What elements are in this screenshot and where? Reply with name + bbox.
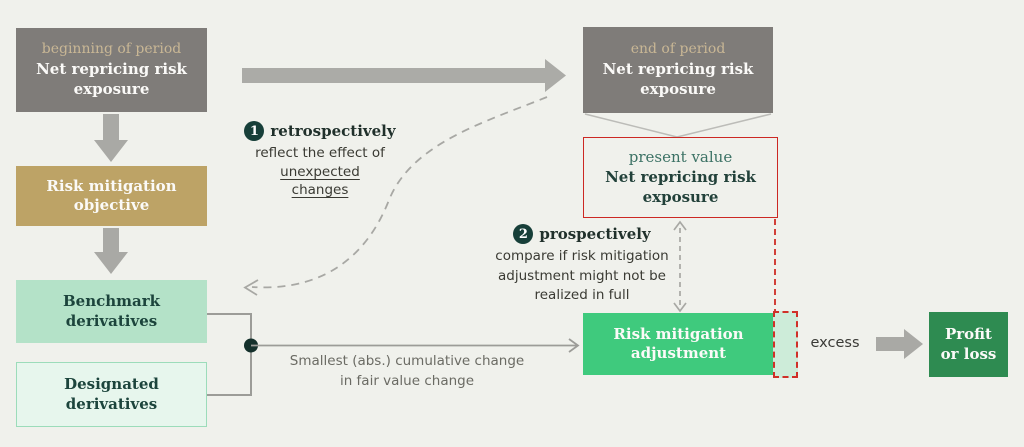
risk-mitigation-adjustment-label: Risk mitigation adjustment (613, 324, 744, 363)
step2-heading: 2 prospectively (487, 224, 677, 244)
profit-or-loss-box: Profit or loss (929, 312, 1008, 377)
designated-derivatives-box: Designated derivatives (16, 362, 207, 427)
net-repricing-risk-exposure-title: Net repricing risk exposure (605, 168, 756, 206)
risk-mitigation-objective-label: Risk mitigation objective (46, 176, 177, 215)
funnel-line (584, 113, 772, 138)
net-repricing-risk-exposure-title: Net repricing risk exposure (602, 60, 754, 98)
benchmark-derivatives-label: Benchmark derivatives (62, 292, 161, 330)
present-value-box: present value Net repricing risk exposur… (583, 137, 778, 218)
excess-strip-box (773, 311, 798, 378)
step1-underlined-text: changes (291, 182, 349, 199)
step1-intro-text: reflect the effect of (255, 145, 385, 161)
profit-or-loss-label: Profit or loss (940, 325, 997, 363)
risk-mitigation-objective-box: Risk mitigation objective (16, 166, 207, 226)
benchmark-derivatives-box: Benchmark derivatives (16, 280, 207, 343)
retrospective-arrowhead-icon (243, 279, 259, 296)
designated-derivatives-label: Designated derivatives (64, 375, 159, 413)
step2-number-badge-icon: 2 (513, 224, 534, 244)
net-repricing-risk-exposure-title: Net repricing risk exposure (36, 60, 187, 98)
risk-mitigation-adjustment-box: Risk mitigation adjustment (583, 313, 774, 375)
step1-keyword: retrospectively (270, 122, 396, 140)
period-label: beginning of period (41, 40, 182, 57)
end-of-period-box: end of period Net repricing risk exposur… (583, 27, 773, 113)
down-arrow-icon (94, 114, 128, 162)
present-value-subtitle: present value (628, 148, 733, 166)
step1-retrospectively-annotation: 1 retrospectively reflect the effect of … (235, 121, 405, 200)
right-arrow-icon (242, 59, 566, 92)
step2-prospectively-annotation: 2 prospectively compare if risk mitigati… (487, 224, 677, 306)
right-arrow-icon (876, 329, 923, 359)
period-label: end of period (630, 40, 726, 57)
smallest-cumulative-change-note: Smallest (abs.) cumulative change in fai… (289, 353, 525, 389)
down-arrow-icon (94, 228, 128, 274)
adjustment-arrowhead-icon (568, 338, 580, 353)
step1-underlined-text: unexpected (280, 163, 360, 180)
bracket-line (207, 313, 252, 396)
step1-number-badge-icon: 1 (244, 121, 265, 141)
junction-dot (244, 338, 258, 353)
beginning-of-period-box: beginning of period Net repricing risk e… (16, 28, 207, 112)
step2-body-text: compare if risk mitigation adjustment mi… (495, 248, 669, 304)
step2-keyword: prospectively (539, 225, 651, 243)
step1-heading: 1 retrospectively (235, 121, 405, 141)
excess-label: excess (810, 335, 860, 351)
